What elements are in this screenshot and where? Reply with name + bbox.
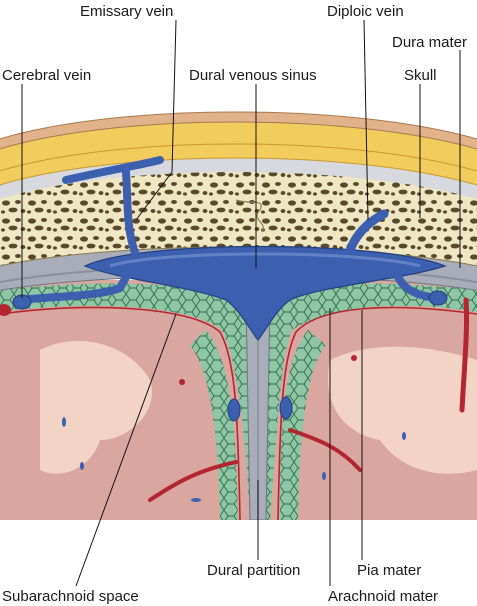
subarachnoid-sulcus-right: [280, 330, 326, 520]
subarachnoid-sulcus-left: [190, 330, 238, 520]
emissary-vein: [62, 156, 164, 184]
label-arachnoid-mater: Arachnoid mater: [328, 588, 438, 605]
pia-mater-left: [0, 306, 241, 520]
label-diploic-vein: Diploic vein: [327, 3, 404, 20]
diploic-vein: [345, 209, 389, 255]
cerebral-vein-left: [16, 266, 134, 304]
pia-mater-right: [277, 306, 477, 520]
dural-venous-sinus: [83, 245, 447, 341]
skin-layer: [0, 111, 477, 150]
artery-mid: [288, 428, 362, 472]
artery-left: [148, 460, 238, 502]
label-pia-mater: Pia mater: [357, 562, 421, 579]
subarachnoid-space: [0, 283, 477, 520]
artery-right: [459, 297, 470, 413]
white-matter-left: [40, 341, 152, 474]
label-emissary-vein: Emissary vein: [80, 3, 173, 20]
label-dural-venous-sinus: Dural venous sinus: [189, 67, 317, 84]
anatomy-illustration: [0, 111, 477, 520]
label-cerebral-vein: Cerebral vein: [2, 67, 91, 84]
white-matter-right: [328, 346, 477, 474]
label-skull: Skull: [404, 67, 437, 84]
label-dura-mater: Dura mater: [392, 34, 467, 51]
label-dural-partition: Dural partition: [207, 562, 300, 579]
label-subarachnoid-space: Subarachnoid space: [2, 588, 139, 605]
leader-lines: [21, 19, 461, 587]
labels: Emissary vein Diploic vein Dura mater Ce…: [2, 3, 467, 605]
